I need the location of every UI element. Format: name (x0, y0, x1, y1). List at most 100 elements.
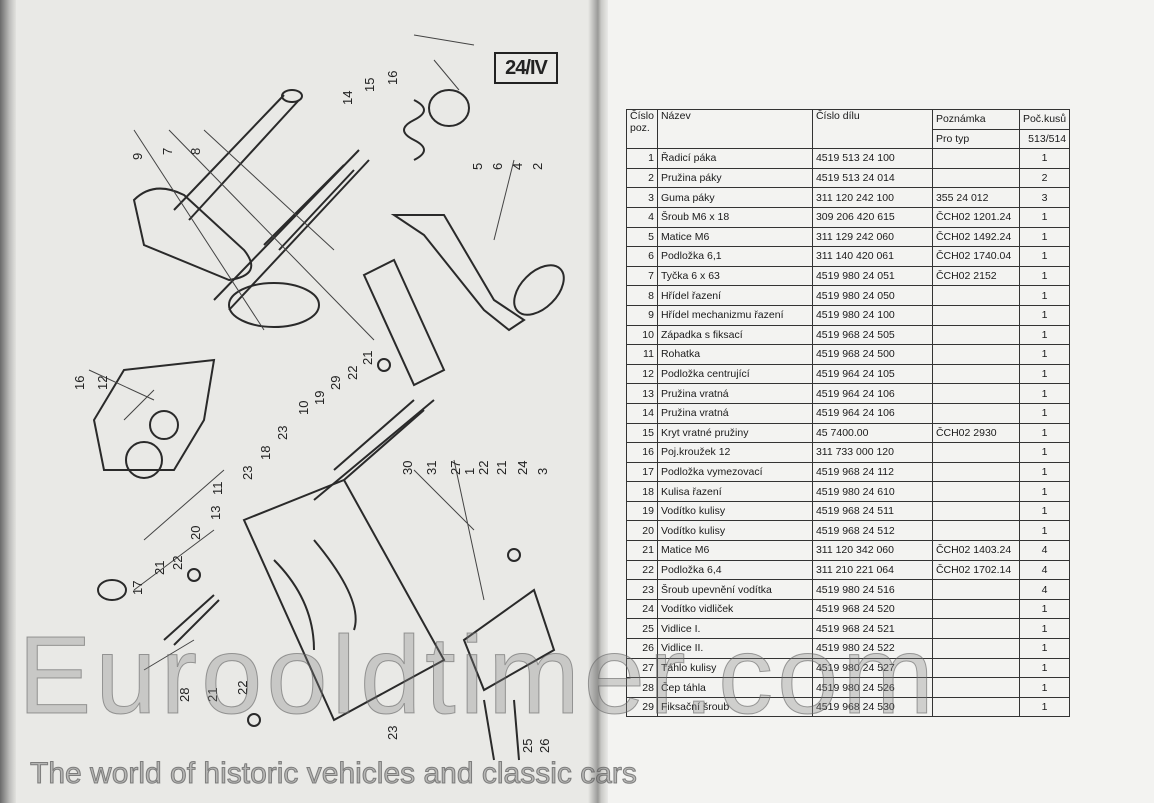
cell-pos: 7 (626, 265, 658, 287)
cell-name: Poj.kroužek 12 (656, 442, 813, 463)
diagram-callout: 3 (535, 467, 550, 475)
cell-pos: 12 (626, 363, 658, 385)
cell-pos: 4 (626, 206, 658, 228)
cell-part: 4519 964 24 106 (811, 402, 933, 424)
gear-lever (390, 214, 526, 332)
cell-part: 311 129 242 060 (811, 226, 933, 248)
header-part: Číslo dílu (811, 108, 933, 150)
cell-note (931, 402, 1020, 424)
cell-note: ČCH02 1702.14 (931, 559, 1020, 581)
cell-part: 311 120 242 100 (811, 187, 933, 208)
cell-part: 4519 968 24 530 (811, 696, 933, 718)
header-pos-line1: Číslo (630, 110, 654, 122)
cell-part: 311 140 420 061 (811, 246, 933, 267)
cell-qty: 1 (1018, 265, 1071, 287)
gate-plate (242, 478, 446, 722)
diagram-callout: 5 (470, 162, 485, 170)
watermark-tagline: The world of historic vehicles and class… (30, 757, 638, 791)
cell-pos: 2 (626, 167, 658, 189)
cell-part: 309 206 420 615 (811, 206, 933, 228)
cell-note (931, 363, 1020, 385)
cell-name: Podložka centrující (656, 363, 813, 385)
cell-qty: 1 (1018, 696, 1071, 718)
cell-part: 4519 980 24 610 (811, 481, 933, 502)
cell-qty: 1 (1018, 638, 1071, 659)
header-pos-line2: poz. (630, 122, 650, 134)
cell-note (931, 167, 1020, 189)
cell-part: 4519 980 24 051 (811, 265, 933, 287)
cell-pos: 3 (626, 187, 658, 208)
cell-note (931, 481, 1020, 502)
cell-pos: 11 (626, 344, 658, 365)
cell-pos: 22 (626, 559, 658, 581)
ratchet-part (92, 358, 216, 471)
cell-part: 4519 980 24 516 (811, 579, 933, 600)
book-gutter (588, 0, 610, 803)
cell-note: ČCH02 2152 (931, 265, 1020, 287)
cell-qty: 1 (1018, 520, 1071, 542)
diagram-callout: 6 (490, 162, 505, 170)
diagram-callout: 26 (537, 738, 552, 753)
cell-pos: 19 (626, 500, 658, 522)
cell-qty: 4 (1018, 559, 1071, 581)
cell-note: ČCH02 2930 (931, 422, 1020, 444)
cell-pos: 13 (626, 383, 658, 404)
cell-name: Vidlice II. (656, 638, 813, 659)
header-qty: Poč.kusů (1018, 109, 1071, 130)
cell-qty: 1 (1018, 324, 1071, 346)
diagram-callout: 15 (362, 77, 377, 92)
shaft-part-2 (213, 149, 370, 311)
diagram-callout: 9 (130, 152, 145, 160)
cell-note (931, 442, 1020, 463)
diagram-callout: 22 (345, 365, 360, 380)
cell-name: Podložka 6,1 (656, 246, 813, 267)
cell-name: Matice M6 (656, 226, 813, 248)
cell-note (931, 383, 1020, 404)
cell-name: Šroub upevnění vodítka (656, 579, 813, 600)
diagram-callout: 8 (188, 147, 203, 155)
diagram-callout: 31 (424, 460, 439, 475)
cell-part: 4519 964 24 106 (811, 383, 933, 404)
cell-pos: 16 (626, 442, 658, 463)
cell-pos: 15 (626, 422, 658, 444)
cell-note (931, 638, 1020, 659)
diagram-callout: 20 (188, 525, 203, 540)
cell-name: Pružina páky (656, 167, 813, 189)
cell-name: Rohatka (656, 344, 813, 365)
diagram-callout: 17 (130, 580, 145, 595)
cell-qty: 1 (1018, 285, 1071, 306)
cell-qty: 1 (1018, 442, 1071, 463)
diagram-callout: 19 (312, 390, 327, 405)
cell-pos: 18 (626, 481, 658, 502)
cell-part: 311 120 342 060 (811, 540, 933, 561)
diagram-callout: 1 (462, 467, 477, 475)
cell-qty: 1 (1018, 677, 1071, 698)
cell-qty: 1 (1018, 206, 1071, 228)
cell-name: Tyčka 6 x 63 (656, 265, 813, 287)
cell-pos: 14 (626, 402, 658, 424)
cell-part: 4519 968 24 500 (811, 344, 933, 365)
selector-part (132, 187, 253, 282)
cell-part: 4519 980 24 050 (811, 285, 933, 306)
cell-note (931, 461, 1020, 483)
page-edge (0, 0, 16, 803)
cell-note: 355 24 012 (931, 187, 1020, 208)
cell-qty: 1 (1018, 500, 1071, 522)
shaft-part (173, 94, 300, 221)
diagram-callout: 23 (240, 465, 255, 480)
cell-pos: 17 (626, 461, 658, 483)
cell-note (931, 285, 1020, 306)
diagram-callout: 22 (170, 555, 185, 570)
diagram-callout: 16 (72, 375, 87, 390)
cell-pos: 5 (626, 226, 658, 248)
